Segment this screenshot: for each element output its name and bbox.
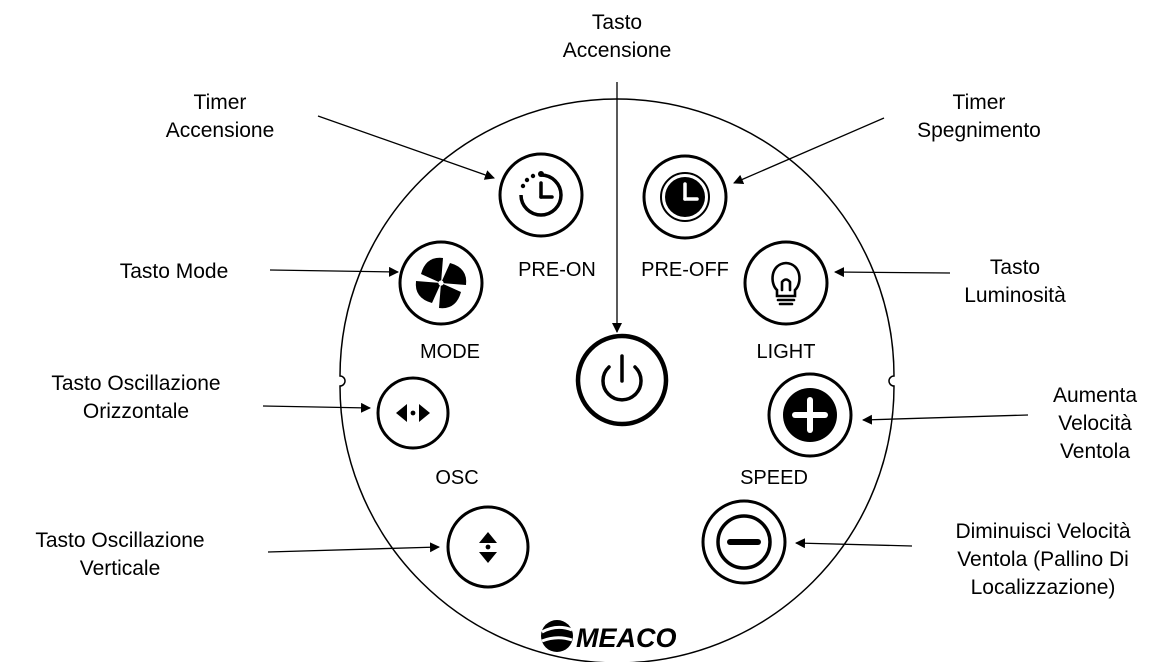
callout-timer-off: Timer Spegnimento <box>917 91 1041 142</box>
callout-osc-vertical: Tasto Oscillazione Verticale <box>35 529 205 580</box>
callout-mode: Tasto Mode <box>119 260 229 283</box>
callout-light: Tasto Luminosità <box>964 256 1066 307</box>
osc-horizontal-button[interactable] <box>376 376 450 450</box>
minus-icon <box>716 514 772 570</box>
speed-label: SPEED <box>740 467 808 489</box>
power-icon <box>601 354 643 402</box>
mode-label: MODE <box>420 341 480 363</box>
callout-timer-on: Timer Accensione <box>165 91 275 142</box>
callout-power: Tasto Accensione <box>562 11 672 62</box>
leader-mode <box>269 266 399 277</box>
leader-timer-off <box>733 117 885 185</box>
plus-icon <box>783 388 837 442</box>
fan-icon <box>415 257 467 309</box>
light-button[interactable] <box>743 240 829 326</box>
leader-speed-down <box>795 538 913 549</box>
callout-osc-horizontal: Tasto Oscillazione Orizzontale <box>51 372 221 423</box>
leader-timer-on <box>317 115 495 180</box>
leader-osc-horizontal <box>262 402 371 413</box>
power-button[interactable] <box>575 333 669 427</box>
brand-name: MEACO <box>576 623 677 653</box>
callout-speed-down: Diminuisci Velocità Ventola (Pallino Di … <box>955 520 1131 599</box>
pre-off-label: PRE-OFF <box>641 259 729 281</box>
timer-on-icon <box>519 171 563 217</box>
vertical-arrows-icon <box>479 532 497 563</box>
horizontal-arrows-icon <box>396 404 430 422</box>
osc-vertical-button[interactable] <box>446 505 530 589</box>
light-label: LIGHT <box>757 341 816 363</box>
speed-up-button[interactable] <box>767 372 853 458</box>
pre-on-label: PRE-ON <box>518 259 596 281</box>
lightbulb-icon <box>771 261 801 306</box>
speed-down-button[interactable] <box>701 499 787 585</box>
clock-icon <box>660 172 710 222</box>
pre-off-button[interactable] <box>642 154 728 240</box>
leader-light <box>834 267 951 278</box>
callout-speed-up: Aumenta Velocità Ventola <box>1052 384 1138 463</box>
pre-on-button[interactable] <box>498 152 584 238</box>
mode-button[interactable] <box>398 240 484 326</box>
meaco-logo-icon <box>541 620 573 652</box>
osc-label: OSC <box>435 467 478 489</box>
leader-osc-vertical <box>267 542 440 553</box>
leader-speed-up <box>862 414 1029 425</box>
